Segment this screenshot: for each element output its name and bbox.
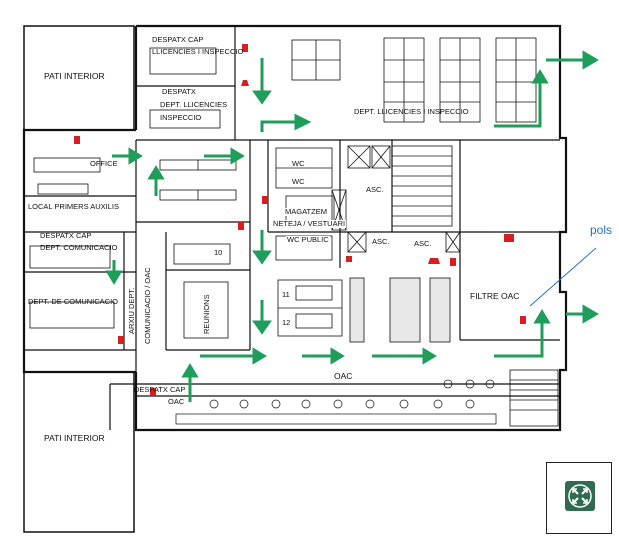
pati-interior-bottom-area [23,371,135,533]
staircase [391,145,559,427]
label-room-12: 12 [282,318,291,327]
label-despatx-cap-oac-1: DESPATX CAP [134,385,186,394]
label-despatx-cap-oac-2: OAC [168,397,185,406]
label-despatx-dept-2: DEPT. LLICENCIES [160,100,228,109]
label-dept-comunicacio: DEPT. DE COMUNICACIO [28,297,119,306]
label-office: OFFICE [90,159,118,168]
evacuation-arrows [105,50,599,402]
label-pati-interior-bottom: PATI INTERIOR [44,433,105,443]
label-despatx-dept-1: DESPATX [162,87,196,96]
label-wc-1: WC [292,159,305,168]
label-arxiu-dept: ARXIU DEPT. [127,287,136,334]
label-despatx-cap-llicencies-1: DESPATX CAP [152,35,204,44]
label-asc-2: ASC. [372,237,390,246]
meeting-tables-11-12 [277,279,343,337]
pati-interior-top-area [23,25,135,131]
label-magatzem: MAGATZEM [284,207,328,217]
oac-counters [349,277,451,343]
oac-waiting-seats [175,379,497,425]
label-reunions: REUNIONS [202,294,211,334]
lift-shafts [331,145,461,253]
label-room-11: 11 [282,290,290,299]
label-despatx-cap-comunicacio-1: DESPATX CAP [40,231,92,240]
office-furniture [29,157,237,339]
label-oac: OAC [334,371,353,381]
label-asc-1: ASC. [366,185,384,194]
fire-equipment [74,44,526,396]
fire-push-button-icon [565,481,595,511]
label-despatx-dept-3: INSPECCIO [160,113,202,122]
label-despatx-cap-comunicacio-2: DEPT. COMUNICACIO [40,243,118,252]
label-pati-interior-top: PATI INTERIOR [44,71,105,81]
label-filtre-oac: FILTRE OAC [470,291,520,301]
legend-box [546,462,612,534]
label-netesa-vestuari: NETEJA / VESTUARI [272,219,347,229]
label-comunicacio-oac: COMUNICACIO / OAC [143,267,152,344]
label-despatx-cap-llicencies-2: LLICENCIES I INSPECCIO [152,47,244,56]
label-dept-llicencies: DEPT. LLICENCIES I INSPECCIO [354,107,469,116]
label-asc-3: ASC. [414,239,432,248]
label-wc-public: WC PUBLIC [286,235,330,245]
label-local-primers-auxilis: LOCAL PRIMERS AUXILIS [28,202,120,211]
pols-annotation: pols [590,223,613,237]
label-room-10: 10 [214,248,223,257]
label-wc-2: WC [292,177,305,186]
outer-walls [22,24,568,432]
desks-llicencies [149,37,537,129]
pols-annotation-line [529,247,597,307]
